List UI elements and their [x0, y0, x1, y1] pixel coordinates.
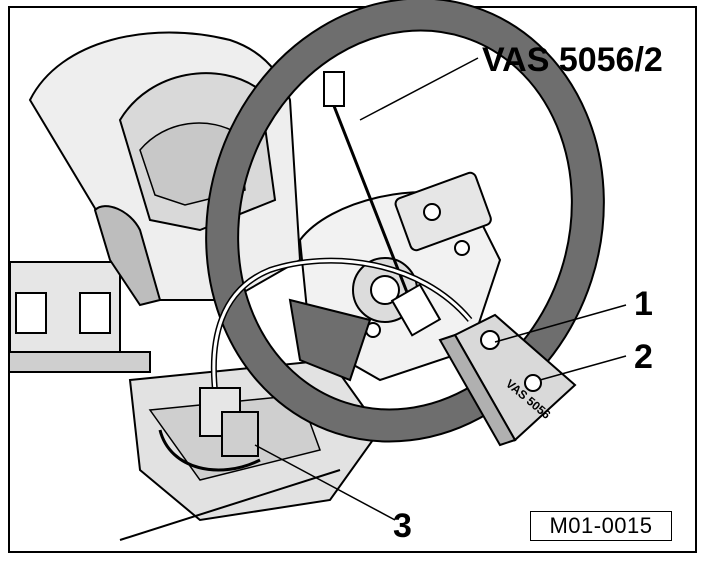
- steering-wheel-rim: [205, 0, 605, 443]
- dashboard-panel: [9, 261, 151, 373]
- adapter-cable: [210, 257, 473, 391]
- tool-label: VAS 5056/2: [482, 41, 663, 79]
- callout-1: 1: [634, 285, 653, 323]
- figure-reference-code: M01-0015: [530, 511, 672, 541]
- callout-2: 2: [634, 338, 653, 376]
- vas-device: VAS 5056: [438, 313, 577, 447]
- leader-lines: [254, 57, 627, 521]
- callout-3: 3: [393, 507, 412, 545]
- harness-connector: [158, 387, 261, 472]
- tool-wire: [323, 71, 442, 337]
- wheel-spoke: [288, 298, 372, 382]
